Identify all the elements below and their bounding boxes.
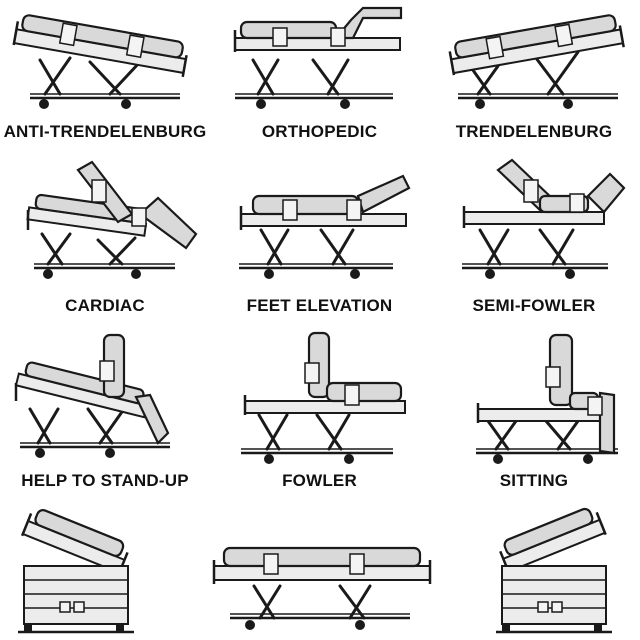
- position-label: SITTING: [499, 471, 569, 490]
- position-cardiac: CARDIAC: [0, 150, 210, 325]
- position-trendelenburg: TRENDELENBURG: [428, 0, 640, 150]
- position-label: TRENDELENBURG: [455, 122, 613, 141]
- position-sitting: SITTING: [428, 325, 640, 500]
- position-bed-side-view: [200, 500, 440, 640]
- position-feet-elevation: FEET ELEVATION: [213, 150, 426, 325]
- position-lateral-tilt-right: [470, 500, 640, 640]
- lateral-tilt-left-bed-icon: [18, 509, 134, 634]
- position-orthopedic: ORTHOPEDIC: [213, 0, 426, 150]
- position-lateral-tilt-left: [0, 500, 180, 640]
- position-label: CARDIAC: [65, 296, 145, 315]
- orthopedic-bed-icon: [233, 6, 403, 109]
- bed-side-view-icon: [212, 546, 432, 630]
- position-semi-fowler: SEMI-FOWLER: [428, 150, 640, 325]
- position-label: SEMI-FOWLER: [472, 296, 596, 315]
- fowler-bed-icon: [241, 331, 406, 464]
- anti-trendelenburg-bed-icon: [12, 14, 188, 109]
- semi-fowler-bed-icon: [462, 158, 626, 279]
- position-fowler: FOWLER: [213, 325, 426, 500]
- position-label: FOWLER: [282, 471, 357, 490]
- position-label: ORTHOPEDIC: [261, 122, 378, 141]
- position-help-to-stand-up: HELP TO STAND-UP: [0, 325, 210, 500]
- position-anti-trendelenburg: ANTI-TRENDELENBURG: [0, 0, 210, 150]
- cardiac-chair-bed-icon: [26, 160, 198, 279]
- sitting-bed-icon: [476, 333, 618, 464]
- position-label: HELP TO STAND-UP: [21, 471, 189, 490]
- position-label: FEET ELEVATION: [246, 296, 393, 315]
- feet-elevation-bed-icon: [239, 174, 411, 279]
- help-to-stand-up-bed-icon: [14, 333, 170, 458]
- position-label: ANTI-TRENDELENBURG: [3, 122, 207, 141]
- lateral-tilt-right-bed-icon: [496, 507, 612, 634]
- trendelenburg-bed-icon: [448, 14, 625, 109]
